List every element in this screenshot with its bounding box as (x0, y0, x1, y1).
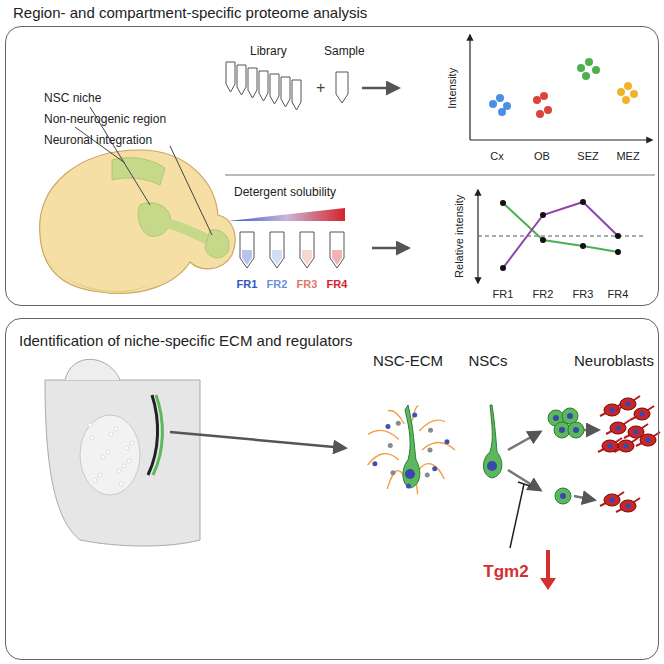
profile-dots (500, 199, 621, 271)
text-label: Library (250, 45, 287, 59)
text-label: FR3 (573, 288, 594, 301)
text-label: Neuronal integration (44, 134, 152, 148)
text-label: MEZ (616, 150, 639, 163)
panel-border (5, 26, 659, 306)
text-label: FR4 (608, 288, 629, 301)
panel-title: Identification of niche-specific ECM and… (19, 332, 353, 349)
nsc-lineage (483, 396, 660, 590)
axis (477, 190, 478, 236)
fraction-tubes (240, 232, 344, 268)
brain-coronal (45, 359, 200, 546)
profile-line (503, 202, 618, 268)
leader-line (170, 146, 212, 235)
tube (336, 72, 348, 103)
text-label: FR3 (297, 278, 318, 291)
panel: Identification of niche-specific ECM and… (5, 318, 659, 660)
axis (470, 139, 652, 140)
axis (477, 236, 478, 283)
axis (469, 35, 470, 140)
text-label: SEZ (577, 150, 598, 163)
text-label: Sample (324, 45, 365, 59)
library-tubes (226, 62, 301, 110)
panel-border (5, 318, 659, 660)
text-label: Non-neurogenic region (44, 113, 166, 127)
divider (225, 175, 655, 176)
text-label: FR4 (327, 278, 348, 291)
text-label: Neuroblasts (574, 352, 654, 369)
process-arrow (372, 247, 408, 250)
text-label: Detergent solubility (234, 186, 336, 200)
panel-title: Region- and compartment-specific proteom… (13, 4, 367, 21)
axis-label: Relative intensity (454, 194, 467, 277)
process-arrow (362, 87, 398, 90)
text-label: OB (534, 150, 550, 163)
text-label: FR2 (267, 278, 288, 291)
text-label: Cx (490, 150, 503, 163)
text-label: NSCs (468, 352, 507, 369)
scatter-dots (489, 58, 638, 118)
text-label: NSC niche (44, 92, 101, 106)
process-arrow (170, 432, 345, 448)
plus-sign: + (316, 79, 325, 96)
axis-label: Intensity (446, 68, 459, 109)
text-label: NSC-ECM (373, 352, 443, 369)
text-label: Tgm2 (483, 562, 528, 582)
gradient-wedge (228, 208, 345, 221)
text-label: FR1 (493, 288, 514, 301)
text-label: FR2 (533, 288, 554, 301)
text-label: FR1 (237, 278, 258, 291)
nsc-ecm (368, 405, 455, 494)
